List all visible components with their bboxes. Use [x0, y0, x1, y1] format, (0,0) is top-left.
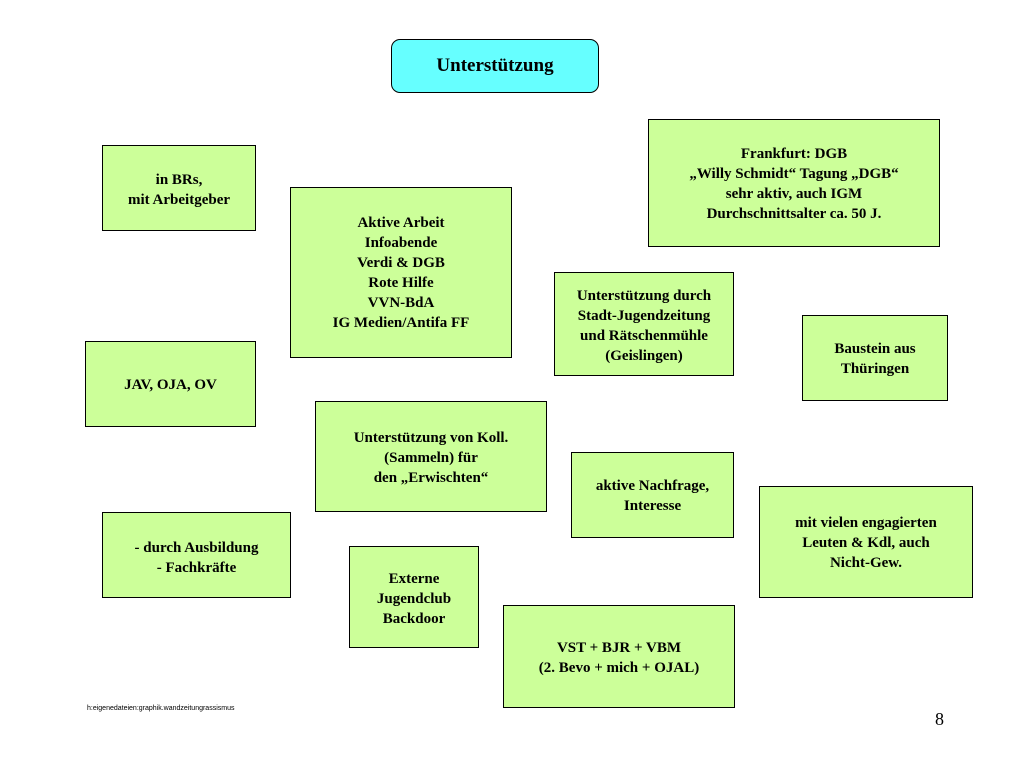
- footer-file-path: h:eigenedateien:graphik.wandzeitungrassi…: [87, 705, 235, 712]
- box-engagierte: mit vielen engagierten Leuten & Kdl, auc…: [759, 486, 973, 598]
- box-line: Baustein aus: [834, 341, 916, 357]
- box-line: - Fachkräfte: [156, 560, 237, 576]
- box-line: „Willy Schmidt“ Tagung „DGB“: [689, 166, 899, 182]
- box-line: Durchschnittsalter ca. 50 J.: [706, 206, 882, 222]
- slide-title: Unterstützung: [391, 39, 599, 93]
- box-line: den „Erwischten“: [373, 470, 489, 486]
- box-line: Externe: [388, 571, 440, 587]
- box-line: (Sammeln) für: [384, 450, 478, 466]
- box-line: mit vielen engagierten: [795, 515, 937, 531]
- box-line: Frankfurt: DGB: [740, 146, 848, 162]
- box-line: Unterstützung durch: [576, 288, 712, 304]
- box-jav: JAV, OJA, OV: [85, 341, 256, 427]
- box-line: - durch Ausbildung: [134, 540, 259, 556]
- box-frankfurt: Frankfurt: DGB „Willy Schmidt“ Tagung „D…: [648, 119, 940, 247]
- box-ausbildung: - durch Ausbildung - Fachkräfte: [102, 512, 291, 598]
- box-line: mit Arbeitgeber: [127, 192, 231, 208]
- box-aktive-arbeit: Aktive Arbeit Infoabende Verdi & DGB Rot…: [290, 187, 512, 358]
- box-koll: Unterstützung von Koll. (Sammeln) für de…: [315, 401, 547, 512]
- box-vst: VST + BJR + VBM (2. Bevo + mich + OJAL): [503, 605, 735, 708]
- box-line: Verdi & DGB: [357, 255, 445, 271]
- page-number: 8: [935, 709, 944, 729]
- box-line: (2. Bevo + mich + OJAL): [538, 660, 700, 676]
- box-line: Thüringen: [840, 361, 910, 377]
- box-nachfrage: aktive Nachfrage, Interesse: [571, 452, 734, 538]
- box-line: (Geislingen): [605, 348, 683, 364]
- box-line: und Rätschenmühle: [580, 328, 708, 344]
- box-line: aktive Nachfrage,: [595, 478, 710, 494]
- box-line: sehr aktiv, auch IGM: [725, 186, 863, 202]
- box-line: VVN-BdA: [367, 295, 435, 311]
- box-line: Infoabende: [364, 235, 438, 251]
- box-jugendclub: Externe Jugendclub Backdoor: [349, 546, 479, 648]
- box-in-brs: in BRs, mit Arbeitgeber: [102, 145, 256, 231]
- box-line: VST + BJR + VBM: [556, 640, 682, 656]
- box-line: Backdoor: [382, 611, 446, 627]
- box-line: in BRs,: [155, 172, 203, 188]
- box-line: IG Medien/Antifa FF: [332, 315, 470, 331]
- box-line: Leuten & Kdl, auch: [802, 535, 930, 551]
- box-stadt-jugendzeitung: Unterstützung durch Stadt-Jugendzeitung …: [554, 272, 734, 376]
- box-line: Aktive Arbeit: [357, 215, 445, 231]
- box-line: JAV, OJA, OV: [124, 377, 217, 393]
- box-line: Unterstützung von Koll.: [353, 430, 509, 446]
- box-baustein: Baustein aus Thüringen: [802, 315, 948, 401]
- box-line: Interesse: [623, 498, 682, 514]
- box-line: Nicht-Gew.: [829, 555, 903, 571]
- box-line: Jugendclub: [376, 591, 452, 607]
- box-line: Rote Hilfe: [368, 275, 434, 291]
- box-line: Stadt-Jugendzeitung: [577, 308, 711, 324]
